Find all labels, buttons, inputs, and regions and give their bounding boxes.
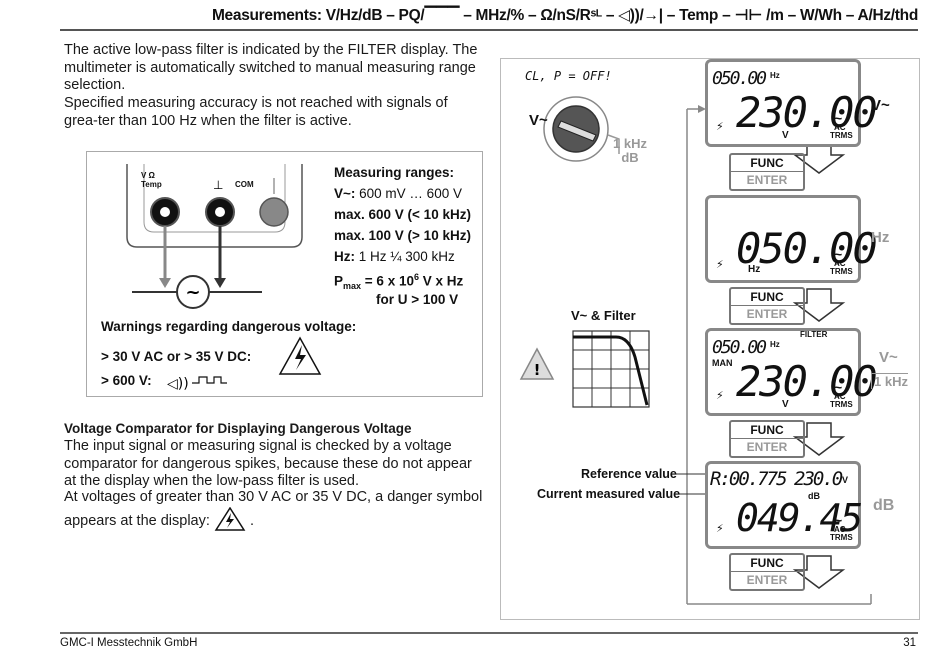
lcd3-side-label-1khz: 1 kHz xyxy=(871,373,908,389)
svg-text:◁)): ◁)) xyxy=(167,376,189,392)
lcd3-side-label-v: V~ xyxy=(879,349,898,366)
measuring-figure: ~ ⊥ ◁)) V Ω Temp COM Measuring ranges: V… xyxy=(86,151,483,397)
range-100v: max. 100 V (> 10 kHz) xyxy=(334,228,471,243)
reference-value-label: Reference value xyxy=(581,467,677,481)
lcd4-side-label: dB xyxy=(873,497,895,514)
current-value-label: Current measured value xyxy=(537,487,681,501)
func-enter-key-1[interactable]: FUNC ENTER xyxy=(729,153,805,191)
pmax-condition: for U > 100 V xyxy=(376,292,459,307)
lcd2-side-label: Hz xyxy=(871,229,890,246)
lcd4-danger-icon: ⚡ xyxy=(716,523,724,535)
jack-v-ohm-label: V Ω xyxy=(141,171,155,180)
cl-p-off-label: CL, P = OFF! xyxy=(525,69,612,83)
filter-graph-label: V~ & Filter xyxy=(571,308,636,323)
range-hz-value: 1 Hz ¼ 300 kHz xyxy=(358,249,455,264)
switch-v-label: V~ xyxy=(529,112,548,129)
page-number: 31 xyxy=(903,637,916,649)
meter-jacks-diagram: ~ ⊥ ◁)) xyxy=(126,164,322,392)
lcd1-danger-icon: ⚡ xyxy=(716,121,724,133)
svg-text:!: ! xyxy=(534,361,541,379)
lcd3-danger-icon: ⚡ xyxy=(716,390,724,402)
jack-temp-label: Temp xyxy=(141,180,162,189)
lcd2-danger-icon: ⚡ xyxy=(716,259,724,271)
func-enter-key-3[interactable]: FUNC ENTER xyxy=(729,420,805,458)
warning-line-600v: > 600 V: xyxy=(101,373,152,388)
panel-graphics: ! xyxy=(519,96,872,605)
comparator-heading: Voltage Comparator for Displaying Danger… xyxy=(64,421,412,436)
range-v-label: V~: xyxy=(334,186,356,201)
switch-1khz-label: 1 kHz xyxy=(613,136,647,151)
footer-company: GMC-I Messtechnik GmbH xyxy=(60,637,198,649)
func-enter-key-4[interactable]: FUNC ENTER xyxy=(729,553,805,591)
header-rule xyxy=(60,29,918,31)
range-hz-label: Hz: xyxy=(334,249,355,264)
range-600v: max. 600 V (< 10 kHz) xyxy=(334,207,471,222)
svg-text:~: ~ xyxy=(185,282,200,303)
comparator-paragraph-1: The input signal or measuring signal is … xyxy=(64,438,472,489)
svg-text:⊥: ⊥ xyxy=(213,178,223,192)
lcd-display-frequency: ⚡ 050.00 Hz ~ AC TRMS xyxy=(705,195,878,283)
warning-line-ac-dc: > 30 V AC or > 35 V DC: xyxy=(101,349,252,364)
page-header: Measurements: V/Hz/dB – PQ/▔▔▔ – MHz/% –… xyxy=(0,0,950,31)
lcd-display-voltage: 050.00 Hz ⚡ 230.00 V ~ AC TRMS xyxy=(705,59,878,147)
comparator-paragraph-2: At voltages of greater than 30 V AC or 3… xyxy=(64,489,483,531)
footer-rule xyxy=(60,632,918,634)
func-enter-key-2[interactable]: FUNC ENTER xyxy=(729,287,805,325)
intro-paragraph-1: The active low-pass filter is indicated … xyxy=(64,42,478,93)
switch-db-label: dB xyxy=(621,150,639,165)
lcd-display-filter: FILTER 050.00 Hz MAN ⚡ 230.00 V ~ AC TRM… xyxy=(705,328,878,416)
header-title: Measurements: V/Hz/dB – PQ/▔▔▔ – MHz/% –… xyxy=(211,7,918,24)
ranges-title: Measuring ranges: xyxy=(334,165,455,180)
operating-sequence-panel: ! CL, P = OFF! V~ 1 kHz dB V~ & Filter 0… xyxy=(500,58,920,620)
range-v-value: 600 mV … 600 V xyxy=(359,186,462,201)
warning-title: Warnings regarding dangerous voltage: xyxy=(101,319,357,334)
jack-com-label: COM xyxy=(235,180,254,189)
lcd-display-db: R:00.775 230.0 V dB ⚡ 049.45 ~ AC TRMS xyxy=(705,461,863,549)
danger-voltage-icon xyxy=(214,506,246,531)
pmax-line: Pmax = 6 x 106 V x Hz xyxy=(334,272,464,292)
intro-paragraph-2: Specified measuring accuracy is not reac… xyxy=(64,95,448,129)
lcd1-side-label: V~ xyxy=(871,97,890,114)
